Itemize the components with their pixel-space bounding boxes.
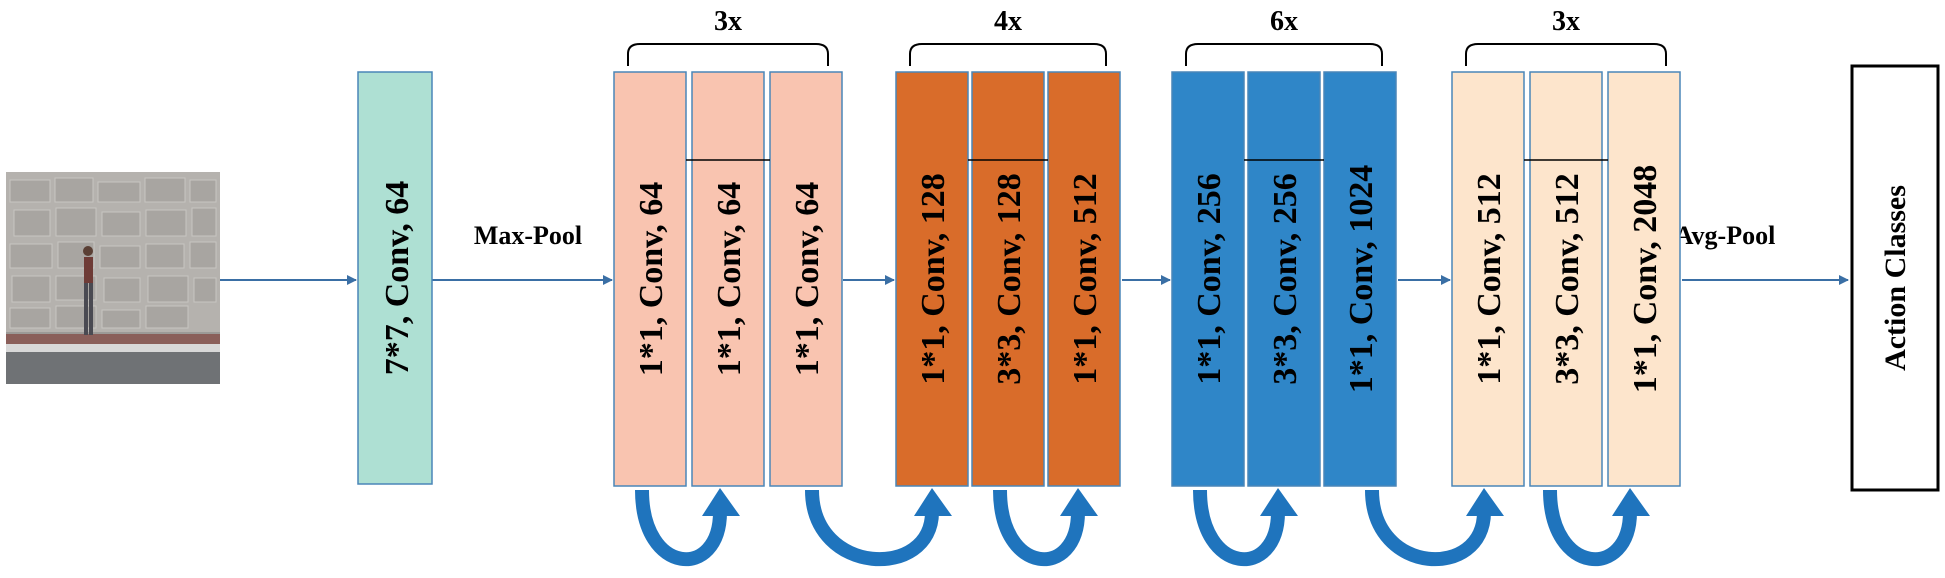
avgpool-label: Avg-Pool — [1675, 221, 1776, 250]
stage-4-block-1 — [1451, 71, 1525, 487]
stage-1-block-3-label: 1*1, Conv, 64 — [789, 182, 826, 377]
stage-1-group: 1*1, Conv, 64 1*1, Conv, 64 1*1, Conv, 64 3… — [613, 6, 843, 487]
skip-arrow-3 — [993, 489, 1085, 567]
stage-2-brace — [909, 43, 1107, 66]
stem-rect — [357, 71, 433, 485]
stage-2-block-1 — [895, 71, 969, 487]
stage-1-block-1-label: 1*1, Conv, 64 — [633, 182, 670, 377]
skip-arrow-head-6 — [1612, 488, 1650, 516]
stem-block: 7*7, Conv, 64 — [357, 71, 433, 485]
stage-1-block-2 — [691, 71, 765, 487]
stage-3-block-3-label: 1*1, Conv, 1024 — [1343, 165, 1380, 394]
stage-2-block-2 — [971, 71, 1045, 487]
stage-3-block-1 — [1171, 71, 1245, 487]
skip-connections — [635, 488, 1650, 567]
stage-4-brace — [1465, 43, 1667, 66]
maxpool-label: Max-Pool — [474, 221, 582, 250]
stage-2-block-2-label: 3*3, Conv, 128 — [991, 173, 1028, 385]
stage-4-block-2-label: 3*3, Conv, 512 — [1549, 173, 1586, 385]
output-label: Action Classes — [1879, 185, 1912, 371]
stage-3-block-2 — [1247, 71, 1321, 487]
stage-4-block-3-label: 1*1, Conv, 2048 — [1627, 165, 1664, 394]
stage-2-group: 1*1, Conv, 128 3*3, Conv, 128 1*1, Conv, 5… — [895, 6, 1121, 487]
skip-arrow-head-2 — [914, 488, 952, 516]
skip-arrow-1 — [635, 489, 727, 567]
output-rect — [1850, 64, 1940, 492]
skip-arrow-6 — [1543, 489, 1637, 567]
stage-3-group: 1*1, Conv, 256 3*3, Conv, 256 1*1, Conv, 1… — [1171, 6, 1397, 487]
stage-2-repeat-label: 4x — [994, 6, 1022, 37]
stage-3-block-1-label: 1*1, Conv, 256 — [1191, 173, 1228, 385]
stage-2-block-3-label: 1*1, Conv, 512 — [1067, 173, 1104, 385]
stem-label: 7*7, Conv, 64 — [379, 181, 416, 376]
skip-arrow-4 — [1193, 489, 1285, 567]
stage-1-brace — [627, 43, 829, 66]
stage-3-block-2-label: 3*3, Conv, 256 — [1267, 173, 1304, 385]
skip-arrow-head-4 — [1260, 488, 1298, 516]
stage-3-block-3 — [1323, 71, 1397, 487]
person-figure — [83, 246, 93, 335]
stage-3-repeat-label: 6x — [1270, 6, 1298, 37]
stage-2-block-3 — [1047, 71, 1121, 487]
stage-4-block-1-label: 1*1, Conv, 512 — [1471, 173, 1508, 385]
skip-arrow-5 — [1365, 489, 1491, 567]
output-block: Action Classes — [1850, 64, 1940, 492]
stage-1-repeat-label: 3x — [714, 6, 742, 37]
stage-2-block-1-label: 1*1, Conv, 128 — [915, 173, 952, 385]
skip-arrow-2 — [805, 489, 939, 567]
stage-1-block-3 — [769, 71, 843, 487]
stage-4-repeat-label: 3x — [1552, 6, 1580, 37]
stage-4-group: 1*1, Conv, 512 3*3, Conv, 512 1*1, Conv, 2… — [1451, 6, 1681, 487]
stage-4-block-3 — [1607, 71, 1681, 487]
stage-1-block-2-label: 1*1, Conv, 64 — [711, 182, 748, 377]
skip-arrow-head-3 — [1060, 488, 1098, 516]
skip-arrow-head-5 — [1466, 488, 1504, 516]
stage-1-block-1 — [613, 71, 687, 487]
skip-arrow-head-1 — [702, 488, 740, 516]
stage-3-brace — [1185, 43, 1383, 66]
stage-4-block-2 — [1529, 71, 1603, 487]
input-image — [6, 172, 220, 384]
